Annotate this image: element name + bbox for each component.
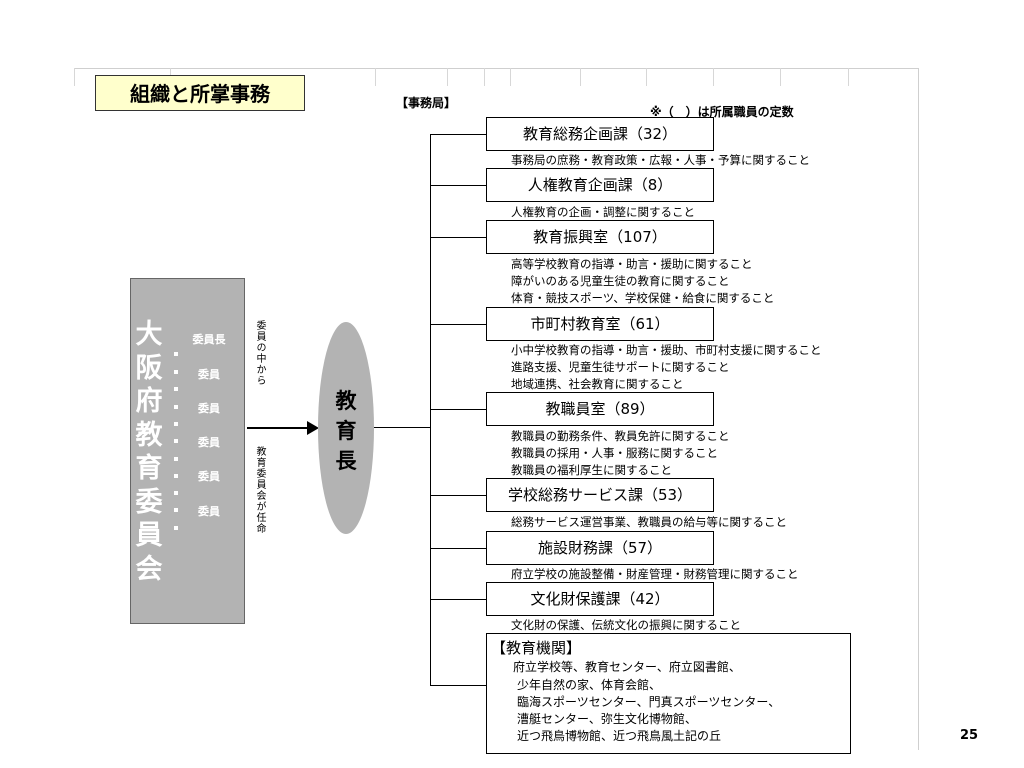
connector <box>430 185 486 186</box>
header-tick <box>713 68 714 86</box>
arrow-line <box>247 427 311 429</box>
dept-box: 文化財保護課（42） <box>486 582 714 616</box>
connector <box>430 409 486 410</box>
board-of-education-name: 大 阪 府 教 育 委 員 会 <box>135 319 163 585</box>
connector <box>430 495 486 496</box>
member: 委員 <box>198 505 220 518</box>
slide-title: 組織と所掌事務 <box>95 75 305 111</box>
dept-desc: 高等学校教育の指導・助言・援助に関すること <box>511 257 753 271</box>
member: 委員 <box>198 470 220 483</box>
dot <box>174 370 178 374</box>
dot <box>174 352 178 356</box>
dept-desc: 体育・競技スポーツ、学校保健・給食に関すること <box>511 291 775 305</box>
right-rule <box>918 68 919 750</box>
dept-desc: 事務局の庶務・教育政策・広報・人事・予算に関すること <box>511 153 810 167</box>
connector <box>430 237 486 238</box>
connector <box>430 134 486 135</box>
dot <box>174 405 178 409</box>
dept-box: 人権教育企画課（8） <box>486 168 714 202</box>
header-tick <box>510 68 511 86</box>
dept-desc: 小中学校教育の指導・助言・援助、市町村支援に関すること <box>511 343 822 357</box>
dept-box: 教育振興室（107） <box>486 220 714 254</box>
member: 委員 <box>198 436 220 449</box>
institution-line: 少年自然の家、体育会館、 <box>517 678 662 692</box>
header-tick <box>447 68 448 86</box>
appointed-by-board-text: 教育委員会が任命 <box>254 446 265 534</box>
arrow-head-icon <box>307 421 319 435</box>
member: 委員 <box>198 368 220 381</box>
institutions-title: 【教育機関】 <box>491 639 582 657</box>
dot <box>174 474 178 478</box>
member-chair: 委員長 <box>192 333 226 346</box>
dept-desc: 総務サービス運営事業、教職員の給与等に関すること <box>511 515 787 529</box>
connector <box>430 685 486 686</box>
header-tick <box>646 68 647 86</box>
connector <box>430 599 486 600</box>
header-tick <box>74 68 75 86</box>
dept-desc: 地域連携、社会教育に関すること <box>511 377 684 391</box>
dept-box: 市町村教育室（61） <box>486 307 714 341</box>
connector <box>430 548 486 549</box>
dot <box>174 491 178 495</box>
dept-desc: 障がいのある児童生徒の教育に関すること <box>511 274 730 288</box>
institution-line: 近つ飛鳥博物館、近つ飛鳥風土記の丘 <box>517 729 722 743</box>
member: 委員 <box>198 402 220 415</box>
dept-desc: 教職員の福利厚生に関すること <box>511 463 672 477</box>
dept-box: 施設財務課（57） <box>486 531 714 565</box>
institutions-box <box>486 633 851 754</box>
page-number: 25 <box>960 728 979 743</box>
dot <box>174 508 178 512</box>
institution-line: 臨海スポーツセンター、門真スポーツセンター、 <box>517 695 781 709</box>
dept-desc: 府立学校の施設整備・財産管理・財務管理に関すること <box>511 567 799 581</box>
superintendent-ellipse <box>318 322 374 534</box>
dept-box: 教育総務企画課（32） <box>486 117 714 151</box>
institution-line: 漕艇センター、弥生文化博物館、 <box>517 712 697 726</box>
dept-desc: 人権教育の企画・調整に関すること <box>511 205 695 219</box>
dept-box: 学校総務サービス課（53） <box>486 478 714 512</box>
dept-desc: 進路支援、児童生徒サポートに関すること <box>511 360 730 374</box>
dept-desc: 教職員の採用・人事・服務に関すること <box>511 446 718 460</box>
institution-line: 府立学校等、教育センター、府立図書館、 <box>513 660 741 674</box>
dot <box>174 526 178 530</box>
board-of-education-box <box>130 278 245 624</box>
header-tick <box>580 68 581 86</box>
staff-count-note: ※（ ）は所属職員の定数 <box>650 105 794 119</box>
dot <box>174 439 178 443</box>
appointed-from-members-text: 委員の中から <box>254 320 265 386</box>
dept-desc: 教職員の勤務条件、教員免許に関すること <box>511 429 730 443</box>
dot <box>174 457 178 461</box>
connector <box>430 324 486 325</box>
header-rule <box>74 68 918 69</box>
header-tick <box>780 68 781 86</box>
dot <box>174 422 178 426</box>
dot <box>174 387 178 391</box>
header-tick <box>848 68 849 86</box>
superintendent-label: 教 育 長 <box>335 389 357 473</box>
dept-desc: 文化財の保護、伝統文化の振興に関すること <box>511 618 741 632</box>
header-tick <box>375 68 376 86</box>
header-tick <box>484 68 485 86</box>
dept-box: 教職員室（89） <box>486 392 714 426</box>
secretariat-label: 【事務局】 <box>396 96 457 110</box>
connector <box>374 427 430 428</box>
